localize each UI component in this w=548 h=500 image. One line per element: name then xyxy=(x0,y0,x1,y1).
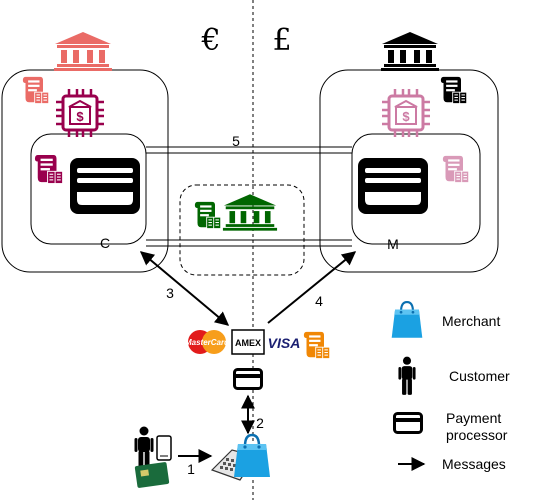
customer-person-icon xyxy=(134,426,154,469)
clearing-ledger-icon xyxy=(194,201,222,229)
merchant-wallet-icon xyxy=(358,158,428,214)
flow-3-arrow xyxy=(139,251,230,326)
pound-symbol: £ xyxy=(272,23,291,58)
customer-ledger-icon xyxy=(34,154,64,184)
visa-logo: VISA xyxy=(268,335,301,351)
legend-payment-processor-label-1: Payment xyxy=(446,410,501,426)
clearing-bank-icon xyxy=(222,194,278,231)
flow-1-label: 1 xyxy=(187,461,195,477)
merchant-ledger-icon xyxy=(442,155,470,183)
legend-customer-icon xyxy=(398,356,416,395)
svg-text:AMEX: AMEX xyxy=(235,338,261,348)
legend-messages-label: Messages xyxy=(442,456,506,472)
euro-chip-icon xyxy=(55,88,105,138)
flow-2-label: 2 xyxy=(256,415,264,431)
flow-3-label: 3 xyxy=(166,285,174,301)
legend: Merchant Customer Payment processor Mess… xyxy=(390,300,510,472)
flow-5-label: 5 xyxy=(232,133,240,149)
customer-wallet-box xyxy=(30,133,147,245)
flow-4-arrow xyxy=(267,251,357,324)
legend-customer-label: Customer xyxy=(449,368,510,384)
legend-merchant-label: Merchant xyxy=(442,313,500,329)
merchant-wallet-label: M xyxy=(387,236,399,252)
merchant-bag-icon xyxy=(232,433,272,478)
amex-logo: AMEX xyxy=(231,329,265,355)
customer-wallet-label: C xyxy=(100,235,110,251)
legend-payment-processor-label-2: processor xyxy=(446,427,508,443)
mastercard-logo: MasterCard xyxy=(185,330,230,354)
euro-ledger-icon xyxy=(22,76,50,104)
svg-text:MasterCard: MasterCard xyxy=(185,338,230,347)
legend-merchant-icon xyxy=(390,300,424,339)
phone-icon xyxy=(156,435,172,461)
pound-ledger-icon xyxy=(440,76,468,104)
pound-bank-icon xyxy=(381,32,439,71)
euro-bank-icon xyxy=(54,32,112,71)
payment-processor-icon xyxy=(233,368,263,390)
euro-symbol: € xyxy=(200,23,220,58)
flow-4-label: 4 xyxy=(315,293,323,309)
flow-5-connector xyxy=(146,146,352,247)
processor-ledger-icon xyxy=(303,331,331,359)
pound-chip-icon xyxy=(381,88,431,138)
customer-card-icon xyxy=(134,462,170,488)
customer-wallet-icon xyxy=(70,158,140,214)
clearing-zone xyxy=(179,184,305,276)
legend-payment-processor-icon xyxy=(393,412,423,434)
